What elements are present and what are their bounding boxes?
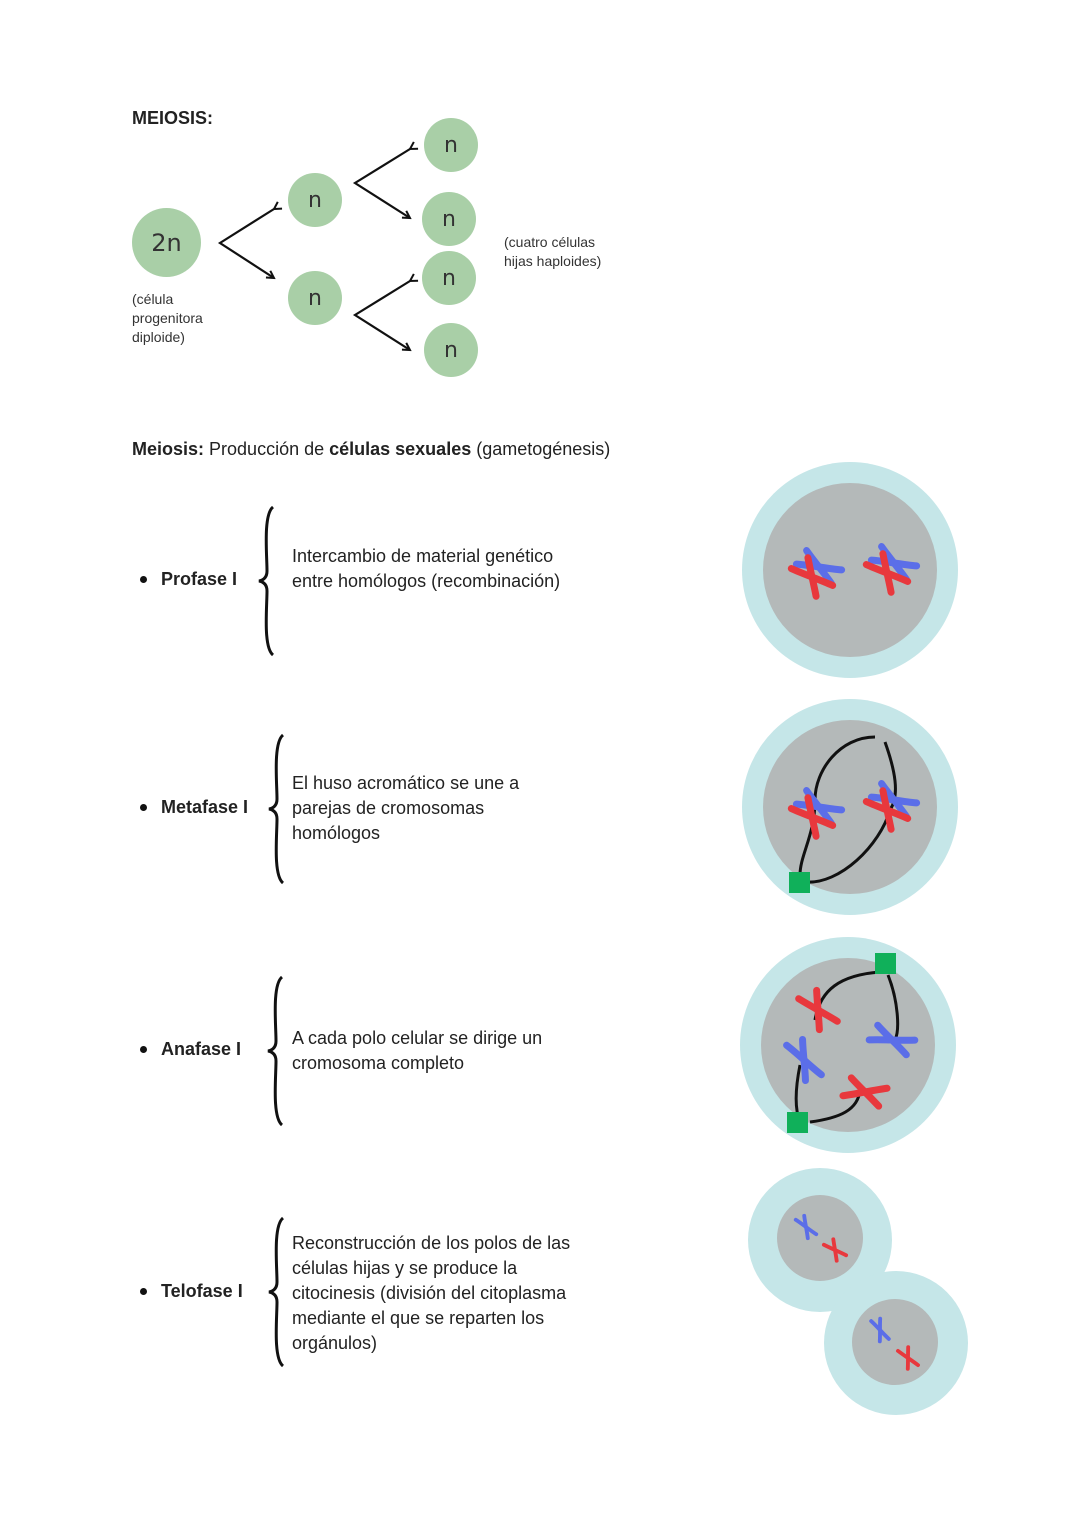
- phase-description: El huso acromático se une a parejas de c…: [292, 773, 520, 843]
- phase-description: Reconstrucción de los polos de las célul…: [292, 1233, 571, 1353]
- telophase-cell-illustration: [748, 1168, 968, 1415]
- page-title: MEIOSIS:: [132, 108, 214, 128]
- phase-description: Intercambio de material genético entre h…: [292, 546, 561, 591]
- definition-line: Meiosis: Producción de células sexuales …: [132, 439, 611, 459]
- phase-metafase: Metafase I: [140, 797, 248, 818]
- prophase-cell-illustration: [742, 462, 958, 678]
- phase-anafase: Anafase I: [140, 1039, 241, 1060]
- brace-icon: [268, 1216, 285, 1368]
- anaphase-cell-illustration: [740, 937, 956, 1153]
- parent-caption: (célula progenitora diploide): [132, 291, 203, 345]
- haploid-cell-1: n: [288, 173, 342, 227]
- arrow-icon: [352, 149, 410, 218]
- bullet-icon: [140, 804, 147, 811]
- haploid-cell-5: n: [422, 251, 476, 305]
- centrosome: [787, 1112, 808, 1133]
- metaphase-cell-illustration: [742, 699, 958, 915]
- bullet-icon: [140, 1288, 147, 1295]
- bullet-icon: [140, 576, 147, 583]
- arrow-icon: [217, 209, 274, 278]
- brace-icon: [268, 733, 285, 885]
- phase-telofase: Telofase I: [140, 1281, 243, 1302]
- centrosome: [875, 953, 896, 974]
- haploid-cell-4: n: [422, 192, 476, 246]
- brace-icon: [267, 975, 284, 1127]
- phase-profase: Profase I: [140, 569, 237, 590]
- phase-description: A cada polo celular se dirige un cromoso…: [292, 1028, 543, 1073]
- result-caption: (cuatro células hijas haploides): [504, 234, 602, 269]
- brace-icon: [258, 505, 275, 657]
- arrow-icon: [352, 281, 410, 350]
- diagram-arrows: [217, 0, 700, 400]
- diploid-cell: 2n: [132, 208, 201, 277]
- haploid-cell-2: n: [288, 271, 342, 325]
- cell-illustrations: [740, 462, 968, 1415]
- haploid-cell-6: n: [424, 323, 478, 377]
- bullet-icon: [140, 1046, 147, 1053]
- haploid-cell-3: n: [424, 118, 478, 172]
- centrosome: [789, 872, 810, 893]
